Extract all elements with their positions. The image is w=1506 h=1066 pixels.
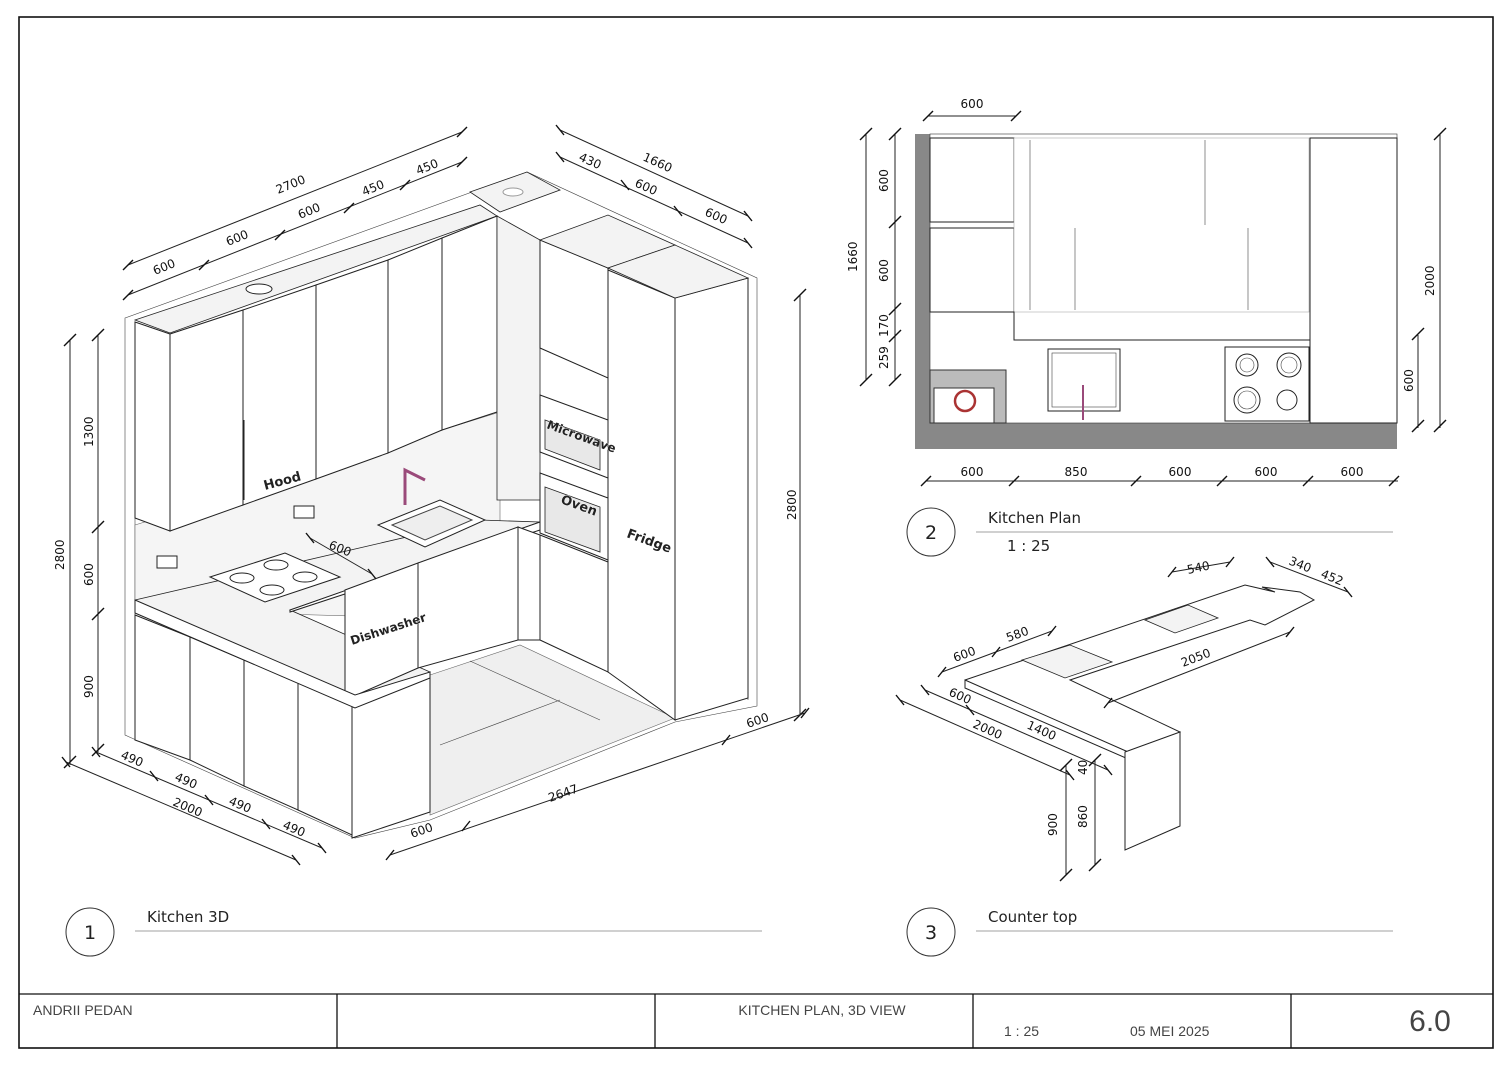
- dim-side-a: 430: [577, 150, 604, 172]
- sheet-border: [18, 16, 1494, 1049]
- dim-top-c: 600: [296, 200, 322, 222]
- plan-dim-left-b: 600: [877, 259, 891, 282]
- view2-scale: 1 : 25: [1007, 537, 1050, 555]
- dim-top-b: 600: [224, 227, 250, 249]
- plan-dim-bottom-c: 600: [1169, 465, 1192, 479]
- dim-top-total: 2700: [274, 172, 308, 196]
- view3-number: 3: [925, 922, 937, 944]
- author-name: ANDRII PEDAN: [33, 1002, 133, 1018]
- counter-dim-540: 540: [1186, 558, 1211, 576]
- plan-dim-bottom-a: 600: [961, 465, 984, 479]
- plan-dim-left-total: 1660: [846, 241, 860, 272]
- dim-left-low: 900: [82, 675, 96, 698]
- countertop-view: 540 340 452 600 580 2050 600 1400 2000: [895, 554, 1353, 882]
- dim-top-e: 450: [414, 156, 440, 178]
- counter-dim-340: 340: [1287, 554, 1313, 576]
- view1-number: 1: [84, 922, 96, 944]
- view3-title-block: 3 Counter top: [906, 907, 1393, 957]
- plan-dim-bottom-b: 850: [1065, 465, 1088, 479]
- dim-front-total: 2647: [546, 782, 579, 805]
- dim-top-d: 450: [360, 177, 386, 199]
- dim-bottom-b: 490: [173, 770, 200, 792]
- view3-title: Counter top: [988, 908, 1077, 926]
- view1-title: Kitchen 3D: [147, 908, 229, 926]
- plan-dim-left-d: 259: [877, 346, 891, 369]
- dim-side-b: 600: [633, 176, 660, 198]
- dim-left-total: 2800: [53, 539, 67, 570]
- counter-dim-40: 40: [1076, 760, 1090, 775]
- title-block: ANDRII PEDAN KITCHEN PLAN, 3D VIEW 1 : 2…: [19, 993, 1493, 1048]
- view1-title-block: 1 Kitchen 3D: [65, 907, 762, 957]
- dim-bottom-total: 2000: [171, 795, 205, 820]
- view2-dimensions: 600 1660 600 600 170 259 2000 600 600 85…: [846, 97, 1447, 487]
- counter-dim-452: 452: [1319, 567, 1345, 589]
- view2-number: 2: [925, 522, 937, 544]
- kitchen-3d-view: Hood Microwave Oven Fridge Dishwasher 27…: [53, 124, 810, 866]
- plan-dim-left-a: 600: [877, 169, 891, 192]
- plan-dim-left-c: 170: [877, 314, 891, 337]
- dim-top-a: 600: [151, 256, 177, 278]
- dim-side-total: 1660: [641, 150, 675, 175]
- drawing-title: KITCHEN PLAN, 3D VIEW: [738, 1002, 906, 1018]
- plan-dim-bottom-d: 600: [1255, 465, 1278, 479]
- plan-dim-right-a: 600: [1402, 369, 1416, 392]
- counter-dim-860: 860: [1076, 805, 1090, 828]
- plan-dim-top: 600: [961, 97, 984, 111]
- counter-dim-2050: 2050: [1179, 646, 1213, 670]
- drawing-scale: 1 : 25: [1004, 1023, 1039, 1039]
- plan-dim-right-total: 2000: [1423, 265, 1437, 296]
- dim-front-a: 600: [408, 820, 434, 841]
- dim-left-mid: 600: [82, 563, 96, 586]
- dim-left-upper: 1300: [82, 416, 96, 447]
- view2-title: Kitchen Plan: [988, 509, 1081, 527]
- counter-dim-900: 900: [1046, 813, 1060, 836]
- dim-right-height: 2800: [785, 489, 799, 520]
- drawing-date: 05 MEI 2025: [1130, 1023, 1210, 1039]
- dim-front-b: 600: [744, 710, 770, 731]
- view2-title-block: 2 Kitchen Plan 1 : 25: [906, 507, 1393, 557]
- dim-bottom-a: 490: [119, 748, 146, 770]
- dim-bottom-c: 490: [227, 794, 254, 816]
- sheet-number: 6.0: [1409, 1005, 1451, 1038]
- plan-dim-bottom-e: 600: [1341, 465, 1364, 479]
- counter-dim-600a: 600: [951, 644, 977, 665]
- counter-dim-580: 580: [1004, 624, 1030, 645]
- kitchen-plan-view: 600 1660 600 600 170 259 2000 600 600 85…: [846, 97, 1447, 487]
